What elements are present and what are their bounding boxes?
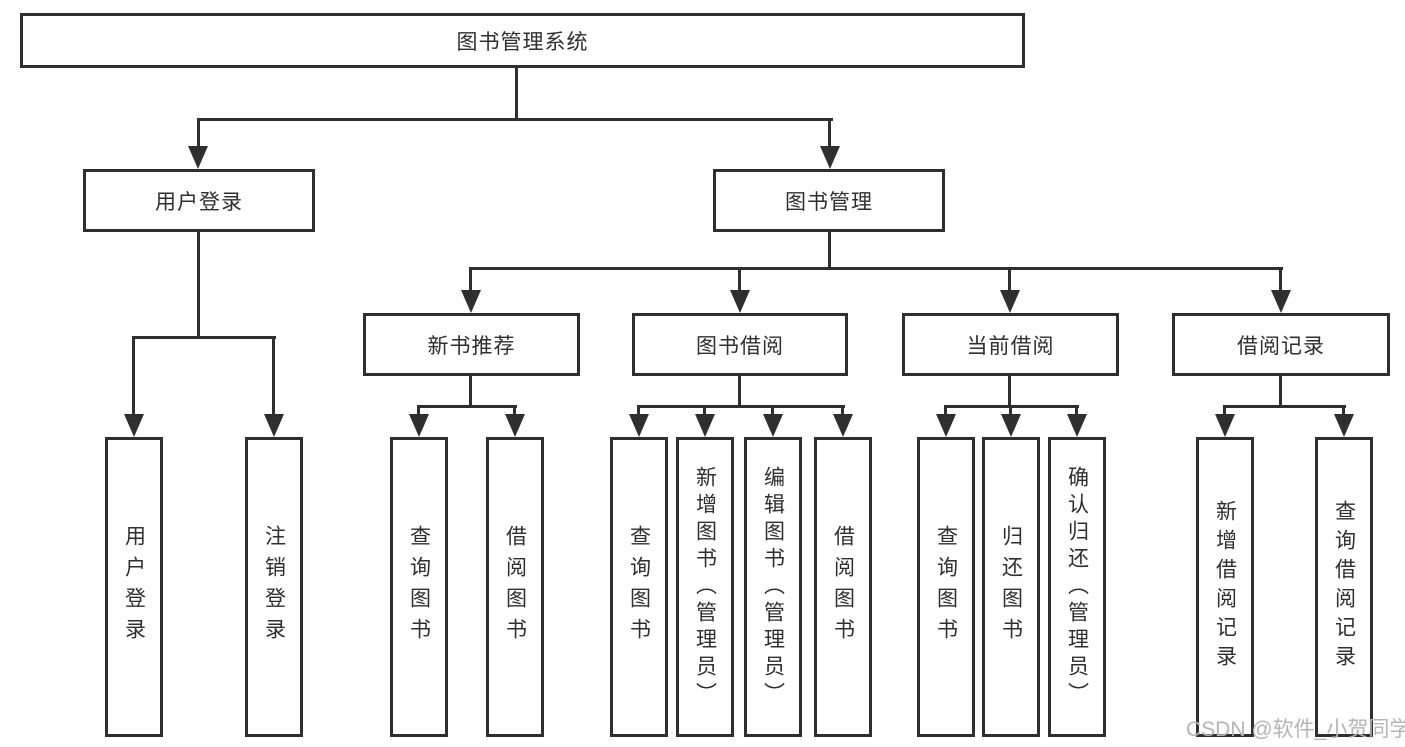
node-root: 图书管理系统	[20, 13, 1025, 68]
leaf-borrowing-edit-label: 编辑图书（管理员）	[761, 465, 785, 709]
leaf-borrowing-query: 查询图书	[610, 437, 668, 737]
leaf-newbooks-borrow: 借阅图书	[486, 437, 544, 737]
connector-line	[197, 232, 200, 338]
leaf-records-query-label: 查询借阅记录	[1332, 500, 1356, 674]
arrow-down-icon	[1067, 414, 1087, 437]
node-book-borrowing-label: 图书借阅	[696, 334, 784, 358]
connector-line	[197, 118, 200, 148]
arrow-down-icon	[763, 414, 783, 437]
leaf-logout-label: 注销登录	[262, 525, 286, 649]
arrow-down-icon	[264, 414, 284, 437]
connector-line	[272, 336, 275, 416]
connector-line	[828, 232, 831, 269]
connector-line	[703, 405, 706, 416]
connector-line	[132, 336, 135, 416]
arrow-down-icon	[505, 414, 525, 437]
leaf-current-query-label: 查询图书	[934, 525, 958, 649]
connector-line	[1279, 376, 1282, 407]
connector-line	[1223, 405, 1346, 408]
connector-line	[944, 405, 947, 416]
connector-line	[515, 68, 518, 120]
connector-line	[1008, 267, 1011, 292]
leaf-borrowing-query-label: 查询图书	[627, 525, 651, 649]
node-user-login-label: 用户登录	[155, 190, 243, 214]
arrow-down-icon	[1001, 414, 1021, 437]
leaf-current-return-label: 归还图书	[999, 525, 1023, 649]
connector-line	[637, 405, 640, 416]
leaf-user-login: 用户登录	[105, 437, 163, 737]
leaf-current-confirm: 确认归还（管理员）	[1048, 437, 1106, 737]
leaf-newbooks-query-label: 查询图书	[407, 525, 431, 649]
node-current-borrowing-label: 当前借阅	[966, 334, 1055, 358]
arrow-down-icon	[820, 146, 840, 169]
node-current-borrowing: 当前借阅	[902, 313, 1119, 376]
node-book-management-label: 图书管理	[785, 190, 873, 214]
leaf-borrowing-edit: 编辑图书（管理员）	[744, 437, 802, 737]
arrow-down-icon	[730, 290, 750, 313]
leaf-borrowing-borrow-label: 借阅图书	[831, 525, 855, 649]
node-book-borrowing: 图书借阅	[632, 313, 848, 376]
connector-line	[1223, 405, 1226, 416]
connector-line	[417, 405, 517, 408]
connector-line	[1279, 267, 1282, 292]
connector-line	[417, 405, 420, 416]
leaf-current-return: 归还图书	[982, 437, 1040, 737]
arrow-down-icon	[409, 414, 429, 437]
node-new-books: 新书推荐	[363, 313, 580, 376]
node-book-management: 图书管理	[713, 169, 945, 232]
arrow-down-icon	[629, 414, 649, 437]
connector-line	[828, 118, 831, 148]
connector-line	[1008, 376, 1011, 407]
leaf-current-confirm-label: 确认归还（管理员）	[1065, 465, 1089, 709]
arrow-down-icon	[124, 414, 144, 437]
arrow-down-icon	[695, 414, 715, 437]
connector-line	[1075, 405, 1078, 416]
leaf-records-add-label: 新增借阅记录	[1213, 500, 1237, 674]
arrow-down-icon	[1334, 414, 1354, 437]
node-user-login: 用户登录	[83, 169, 315, 232]
connector-line	[513, 405, 516, 416]
node-root-label: 图书管理系统	[456, 30, 589, 54]
arrow-down-icon	[833, 414, 853, 437]
connector-line	[738, 267, 741, 292]
leaf-records-add: 新增借阅记录	[1196, 437, 1254, 737]
leaf-logout: 注销登录	[245, 437, 303, 737]
arrow-down-icon	[1271, 290, 1291, 313]
arrow-down-icon	[188, 146, 208, 169]
connector-line	[132, 336, 276, 339]
connector-line	[1009, 405, 1012, 416]
leaf-newbooks-borrow-label: 借阅图书	[503, 525, 527, 649]
node-borrowing-records-label: 借阅记录	[1237, 334, 1325, 358]
connector-line	[738, 376, 741, 407]
leaf-current-query: 查询图书	[917, 437, 975, 737]
leaf-borrowing-add-label: 新增图书（管理员）	[693, 465, 717, 709]
arrow-down-icon	[936, 414, 956, 437]
leaf-borrowing-add: 新增图书（管理员）	[676, 437, 734, 737]
leaf-borrowing-borrow: 借阅图书	[814, 437, 872, 737]
connector-line	[771, 405, 774, 416]
connector-line	[637, 405, 845, 408]
arrow-down-icon	[1215, 414, 1235, 437]
connector-line	[469, 267, 1283, 270]
connector-line	[197, 118, 833, 121]
connector-line	[469, 376, 472, 407]
leaf-newbooks-query: 查询图书	[390, 437, 448, 737]
arrow-down-icon	[1000, 290, 1020, 313]
node-borrowing-records: 借阅记录	[1172, 313, 1390, 376]
connector-line	[469, 267, 472, 292]
node-new-books-label: 新书推荐	[427, 334, 516, 358]
connector-line	[841, 405, 844, 416]
connector-line	[1342, 405, 1345, 416]
arrow-down-icon	[461, 290, 481, 313]
leaf-records-query: 查询借阅记录	[1315, 437, 1373, 737]
leaf-user-login-label: 用户登录	[122, 525, 146, 649]
watermark: CSDN @软件_小贺同学	[1186, 718, 1405, 741]
